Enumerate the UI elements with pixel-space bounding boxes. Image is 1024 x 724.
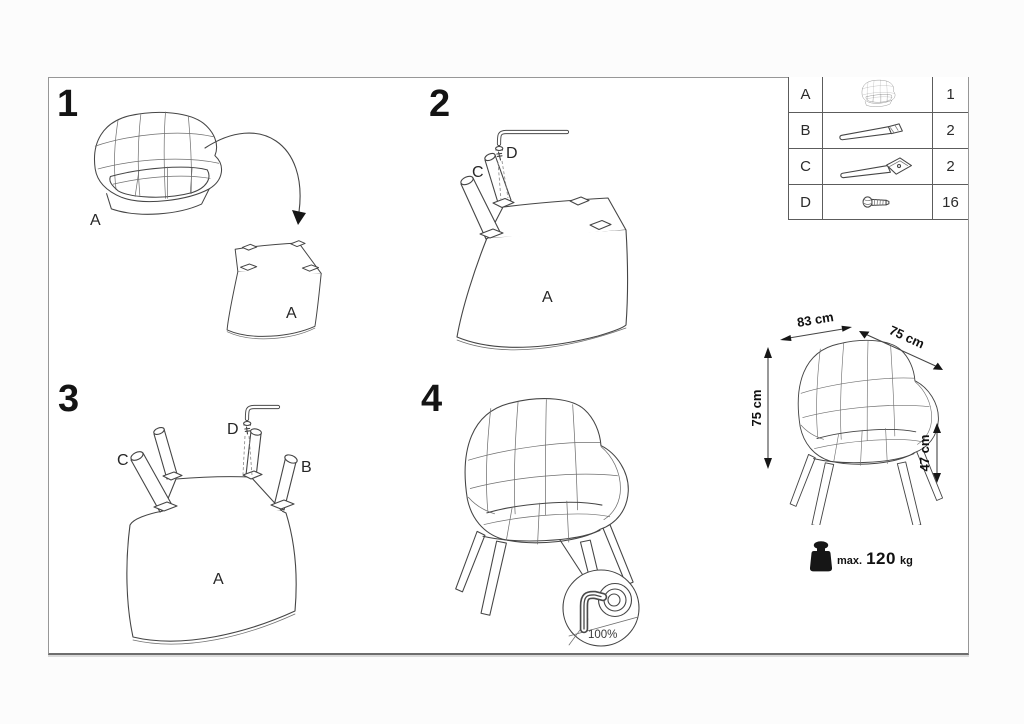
part-label-a-base: A <box>286 305 297 322</box>
parts-row-b-qty: 2 <box>932 113 968 149</box>
height-dimension: 75 cm <box>749 347 772 469</box>
parts-row-a-letter: A <box>788 77 822 113</box>
part-label-c: C <box>472 164 484 181</box>
seat-height-label: 47 cm <box>917 435 932 472</box>
leg-plate-icon <box>822 149 932 185</box>
step-1-illustration: A A <box>90 111 322 340</box>
part-label-a: A <box>542 289 553 306</box>
part-label-a: A <box>213 571 224 588</box>
leg-front-right-drawing: B <box>270 454 312 511</box>
part-label-b: B <box>301 459 312 476</box>
step-3-number: 3 <box>58 378 80 420</box>
leg-c-right-drawing: C <box>472 152 515 209</box>
step-2-illustration: A C D <box>456 129 629 351</box>
allen-key-icon <box>579 590 608 634</box>
weight-icon <box>810 541 833 572</box>
parts-row-a-qty: 1 <box>932 77 968 113</box>
step-3-illustration: A C B <box>117 404 312 645</box>
screw-d-drawing: D <box>495 145 518 201</box>
part-label-d: D <box>227 421 239 438</box>
leg-front-left-drawing: C <box>117 451 178 513</box>
parts-row-c-letter: C <box>788 149 822 185</box>
arrowhead <box>292 210 306 225</box>
seat-shell-drawing: A <box>90 111 223 229</box>
parts-row-b-letter: B <box>788 113 822 149</box>
screw-icon <box>822 185 932 220</box>
parts-row-d-letter: D <box>788 185 822 220</box>
flip-arrow <box>204 132 306 225</box>
seat-base-drawing: A <box>126 476 297 645</box>
seat-base-drawing: A <box>456 196 629 351</box>
screw-d-drawing: D <box>227 420 253 476</box>
step-4-number: 4 <box>421 378 443 420</box>
allen-key-drawing <box>244 404 281 422</box>
weight-limit-value: 120 <box>866 549 896 568</box>
leg-back-left-drawing <box>153 426 183 481</box>
seat-base-underside-drawing: A <box>226 240 322 340</box>
dimension-chair-drawing <box>789 339 944 525</box>
part-label-d: D <box>506 145 518 162</box>
seat-shell-icon <box>822 77 932 113</box>
leg-straight-icon <box>822 113 932 149</box>
part-label-a: A <box>90 212 101 229</box>
step-2-number: 2 <box>429 83 451 125</box>
leg-c-left-drawing <box>460 175 504 240</box>
dimension-diagram: 83 cm 75 cm 75 cm 47 cm <box>749 309 944 525</box>
parts-row-c-qty: 2 <box>932 149 968 185</box>
weight-limit: max. 120 kg <box>837 549 913 569</box>
weight-limit-prefix: max. <box>837 555 863 567</box>
step-4-illustration: 100% <box>455 398 640 647</box>
step-1-number: 1 <box>57 83 79 125</box>
allen-key-drawing <box>496 129 570 147</box>
seat-height-dimension: 47 cm <box>917 423 941 483</box>
part-label-c: C <box>117 452 129 469</box>
weight-limit-unit: kg <box>899 555 913 567</box>
width-dimension: 83 cm <box>780 309 852 341</box>
tighten-percentage: 100% <box>588 629 617 641</box>
height-label: 75 cm <box>749 390 764 427</box>
parts-row-d-qty: 16 <box>932 185 968 220</box>
parts-table: A 1 B 2 C 2 D <box>788 77 968 220</box>
tighten-detail-circle: 100% <box>562 569 640 647</box>
width-label: 83 cm <box>796 309 835 330</box>
leg-back-right-drawing <box>242 428 263 480</box>
